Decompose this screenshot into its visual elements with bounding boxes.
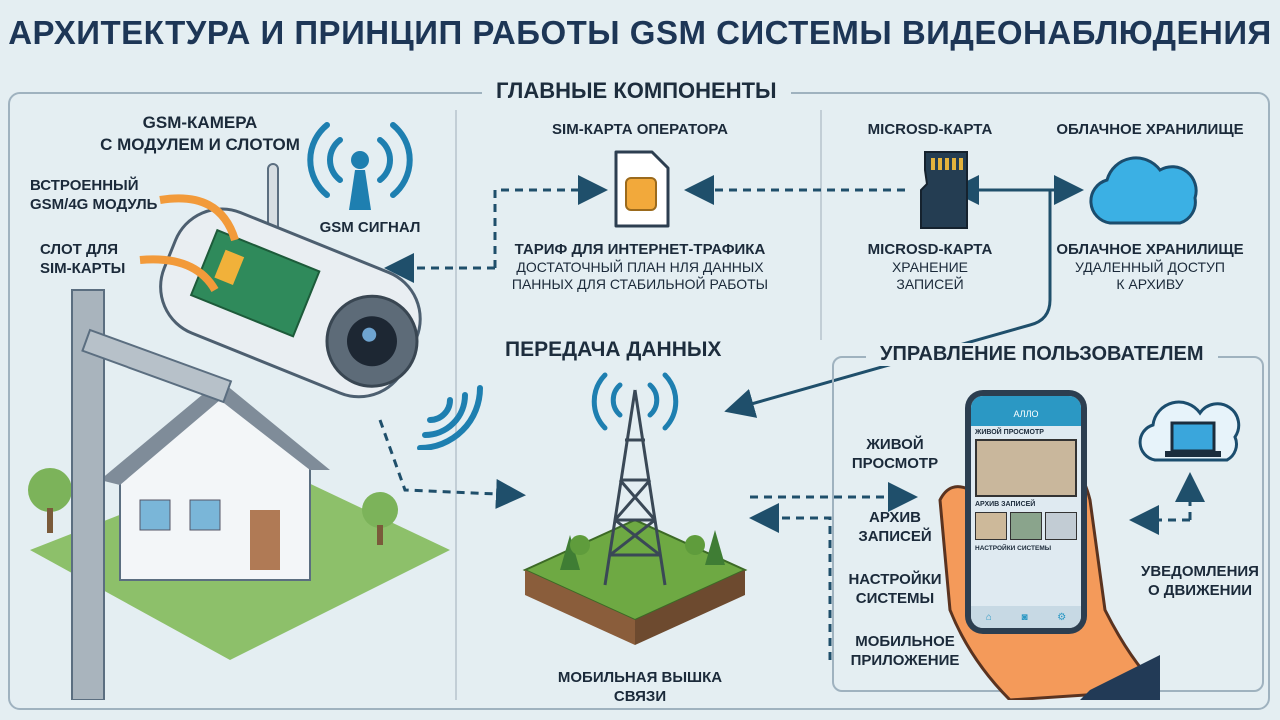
- microsd-title: MICROSD-КАРТА: [867, 121, 993, 138]
- sim-title: SIM-КАРТА ОПЕРАТОРА: [552, 121, 728, 138]
- camera-title: GSM-КАМЕРА С МОДУЛЕМ И СЛОТОМ: [100, 113, 300, 154]
- app-header: АЛЛО: [971, 396, 1081, 426]
- gsm-signal-icon: [307, 122, 413, 210]
- camera-wireless-waves-icon: [417, 385, 483, 450]
- module-label: ВСТРОЕННЫЙ GSM/4G МОДУЛЬ: [30, 177, 158, 213]
- phone-settings-item[interactable]: НАСТРОЙКИ СИСТЕМЫ: [975, 545, 1052, 552]
- cloud-storage-icon: [1089, 156, 1198, 225]
- archive-thumbnail[interactable]: [975, 512, 1007, 540]
- gear-icon[interactable]: ⚙: [1057, 611, 1067, 623]
- tower-label: МОБИЛЬНАЯ ВЫШКА СВЯЗИ: [557, 669, 723, 705]
- archive-thumbnail[interactable]: [1010, 512, 1042, 540]
- phone-live-item[interactable]: ЖИВОЙ ПРОСМОТР: [975, 429, 1044, 436]
- cloud-caption: ОБЛАЧНОЕ ХРАНИЛИЩЕ УДАЛЕННЫЙ ДОСТУП К АР…: [1056, 241, 1244, 292]
- camera-icon[interactable]: ◙: [1021, 611, 1028, 623]
- camera-house-illustration: [28, 163, 450, 700]
- sim-caption: ТАРИФ ДЛЯ ИНТЕРНЕТ-ТРАФИКА ДОСТАТОЧНЫЙ П…: [511, 241, 769, 292]
- section-data-transfer: ПЕРЕДАЧА ДАННЫХ: [505, 338, 722, 362]
- live-video-thumbnail[interactable]: [975, 439, 1077, 497]
- cloud-title: ОБЛАЧНОЕ ХРАНИЛИЩЕ: [1056, 121, 1244, 138]
- microsd-card-icon: [920, 151, 968, 229]
- archive-thumbnail[interactable]: [1045, 512, 1077, 540]
- phone-mockup: АЛЛО ЖИВОЙ ПРОСМОТР АРХИВ ЗАПИСЕЙ НАСТРО…: [965, 390, 1087, 634]
- cloud-laptop-icon: [1138, 400, 1241, 462]
- divider: [820, 110, 822, 340]
- microsd-caption: MICROSD-КАРТА ХРАНЕНИЕ ЗАПИСЕЙ: [867, 241, 993, 292]
- sim-slot-label: СЛОТ ДЛЯ SIM-КАРТЫ: [40, 241, 126, 277]
- cell-tower-illustration: [522, 372, 748, 645]
- gsm-signal-label: GSM СИГНАЛ: [319, 219, 421, 236]
- section-user-control: УПРАВЛЕНИЕ ПОЛЬЗОВАТЕЛЕМ: [866, 343, 1218, 366]
- divider: [455, 110, 457, 700]
- section-main-components: ГЛАВНЫЕ КОМПОНЕНТЫ: [482, 78, 791, 104]
- phone-archive-item[interactable]: АРХИВ ЗАПИСЕЙ: [975, 501, 1036, 508]
- page-title: АРХИТЕКТУРА И ПРИНЦИП РАБОТЫ GSM СИСТЕМЫ…: [8, 14, 1272, 51]
- home-icon[interactable]: ⌂: [985, 611, 992, 623]
- sim-card-icon: [614, 150, 670, 228]
